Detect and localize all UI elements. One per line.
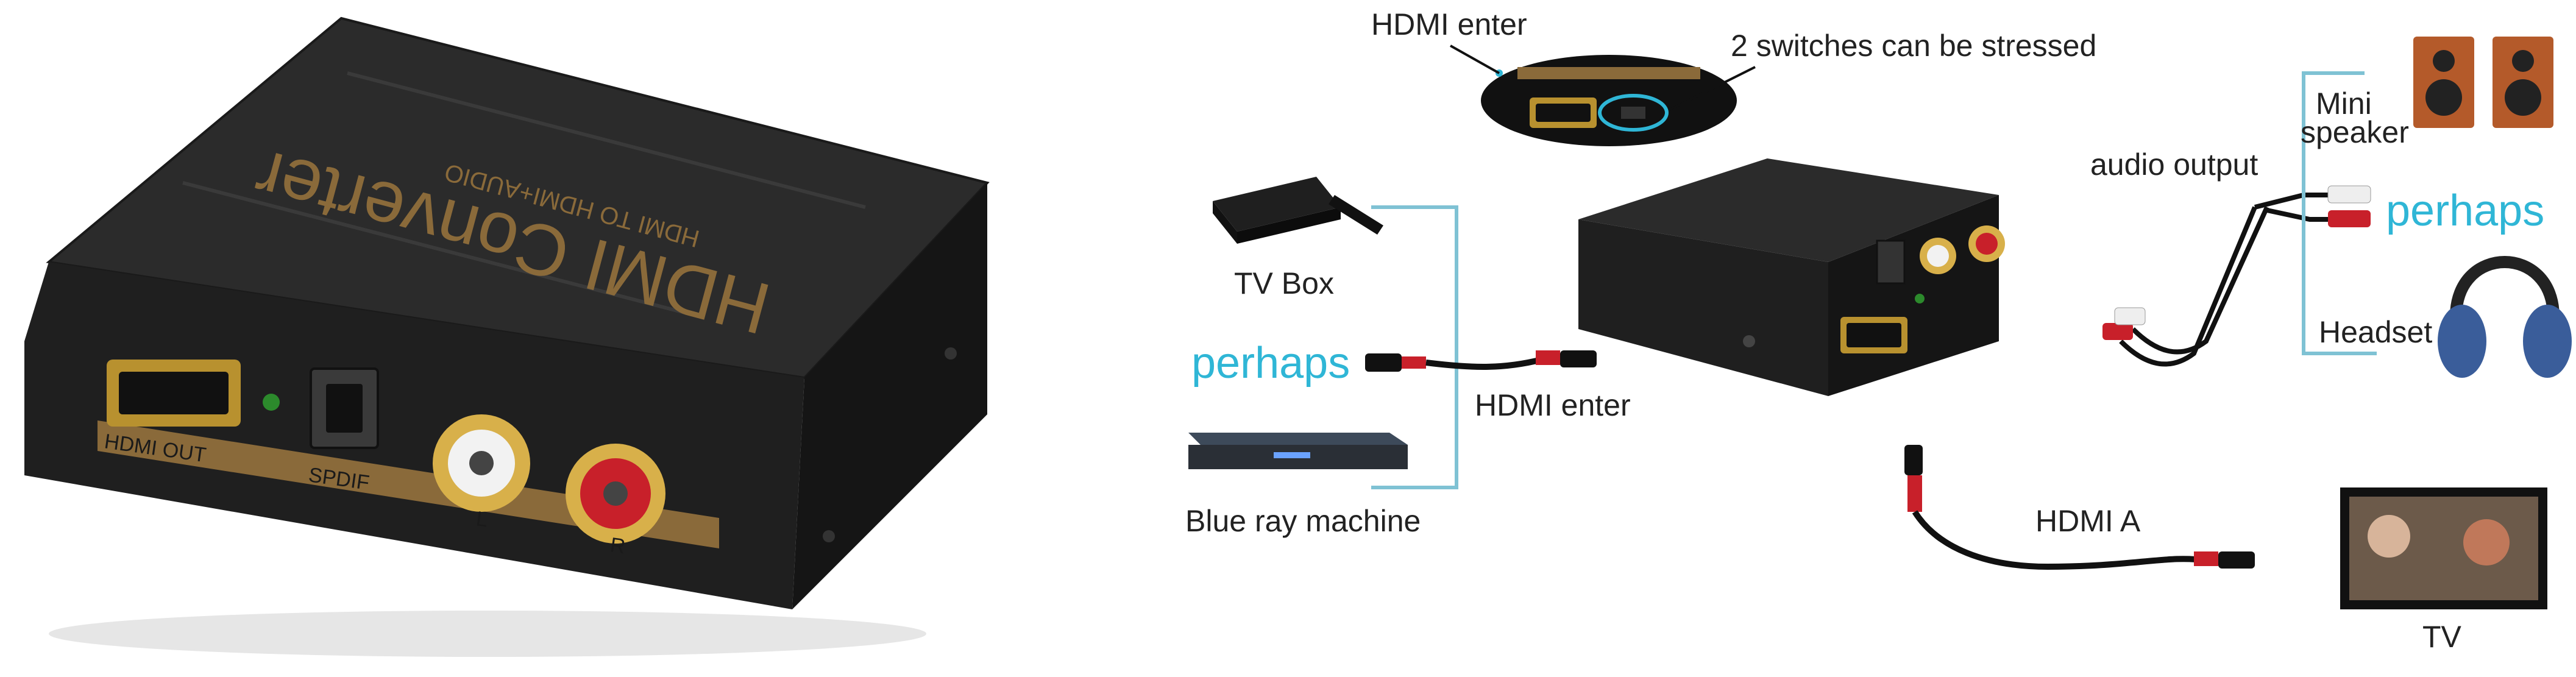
- blu-ray-illustration: [1188, 433, 1408, 469]
- speakers-illustration: [2413, 37, 2553, 128]
- headset-illustration: [2438, 256, 2572, 378]
- port-closeup-inset: [1450, 44, 1756, 146]
- right-channel-label: R: [609, 533, 627, 558]
- status-led: [263, 394, 280, 411]
- hdmi-input-cable: [1365, 350, 1597, 372]
- source-bracket: [1371, 205, 1458, 489]
- hdmi-enter-top-label: HDMI enter: [1371, 7, 1527, 41]
- perhaps-right-label: perhaps: [2386, 186, 2545, 235]
- audio-output-label: audio output: [2090, 147, 2258, 182]
- hdmi-a-label: HDMI A: [2035, 504, 2141, 538]
- label-strip: [98, 420, 719, 548]
- tv-box-illustration: [1213, 177, 1383, 244]
- mini-speaker-label-line2: speaker: [2301, 115, 2409, 149]
- mini-speaker-label-line1: Mini: [2316, 87, 2372, 121]
- spdif-port: [310, 367, 379, 449]
- switches-note-label: 2 switches can be stressed: [1731, 29, 2097, 63]
- hdmi-port: [107, 360, 241, 427]
- tv-label: TV: [2422, 620, 2461, 654]
- converter-device: [1578, 158, 2005, 396]
- headset-label: Headset: [2319, 315, 2433, 349]
- connection-diagram: [1188, 37, 2572, 609]
- output-bracket: [2302, 71, 2377, 355]
- product-illustration: HDMI Converter HDMI TO HDMI+AUDIO HDMI O…: [24, 16, 990, 657]
- tv-illustration: [2340, 487, 2547, 609]
- tv-box-label: TV Box: [1234, 266, 1334, 300]
- hdmi-output-cable: [1904, 445, 2255, 570]
- device-side-face: [792, 183, 987, 609]
- hdmi-enter-mid-label: HDMI enter: [1475, 388, 1631, 422]
- blu-ray-label: Blue ray machine: [1185, 504, 1421, 538]
- rca-right-port: [566, 444, 665, 544]
- rca-left-port: [433, 414, 530, 512]
- perhaps-left-label: perhaps: [1191, 339, 1350, 388]
